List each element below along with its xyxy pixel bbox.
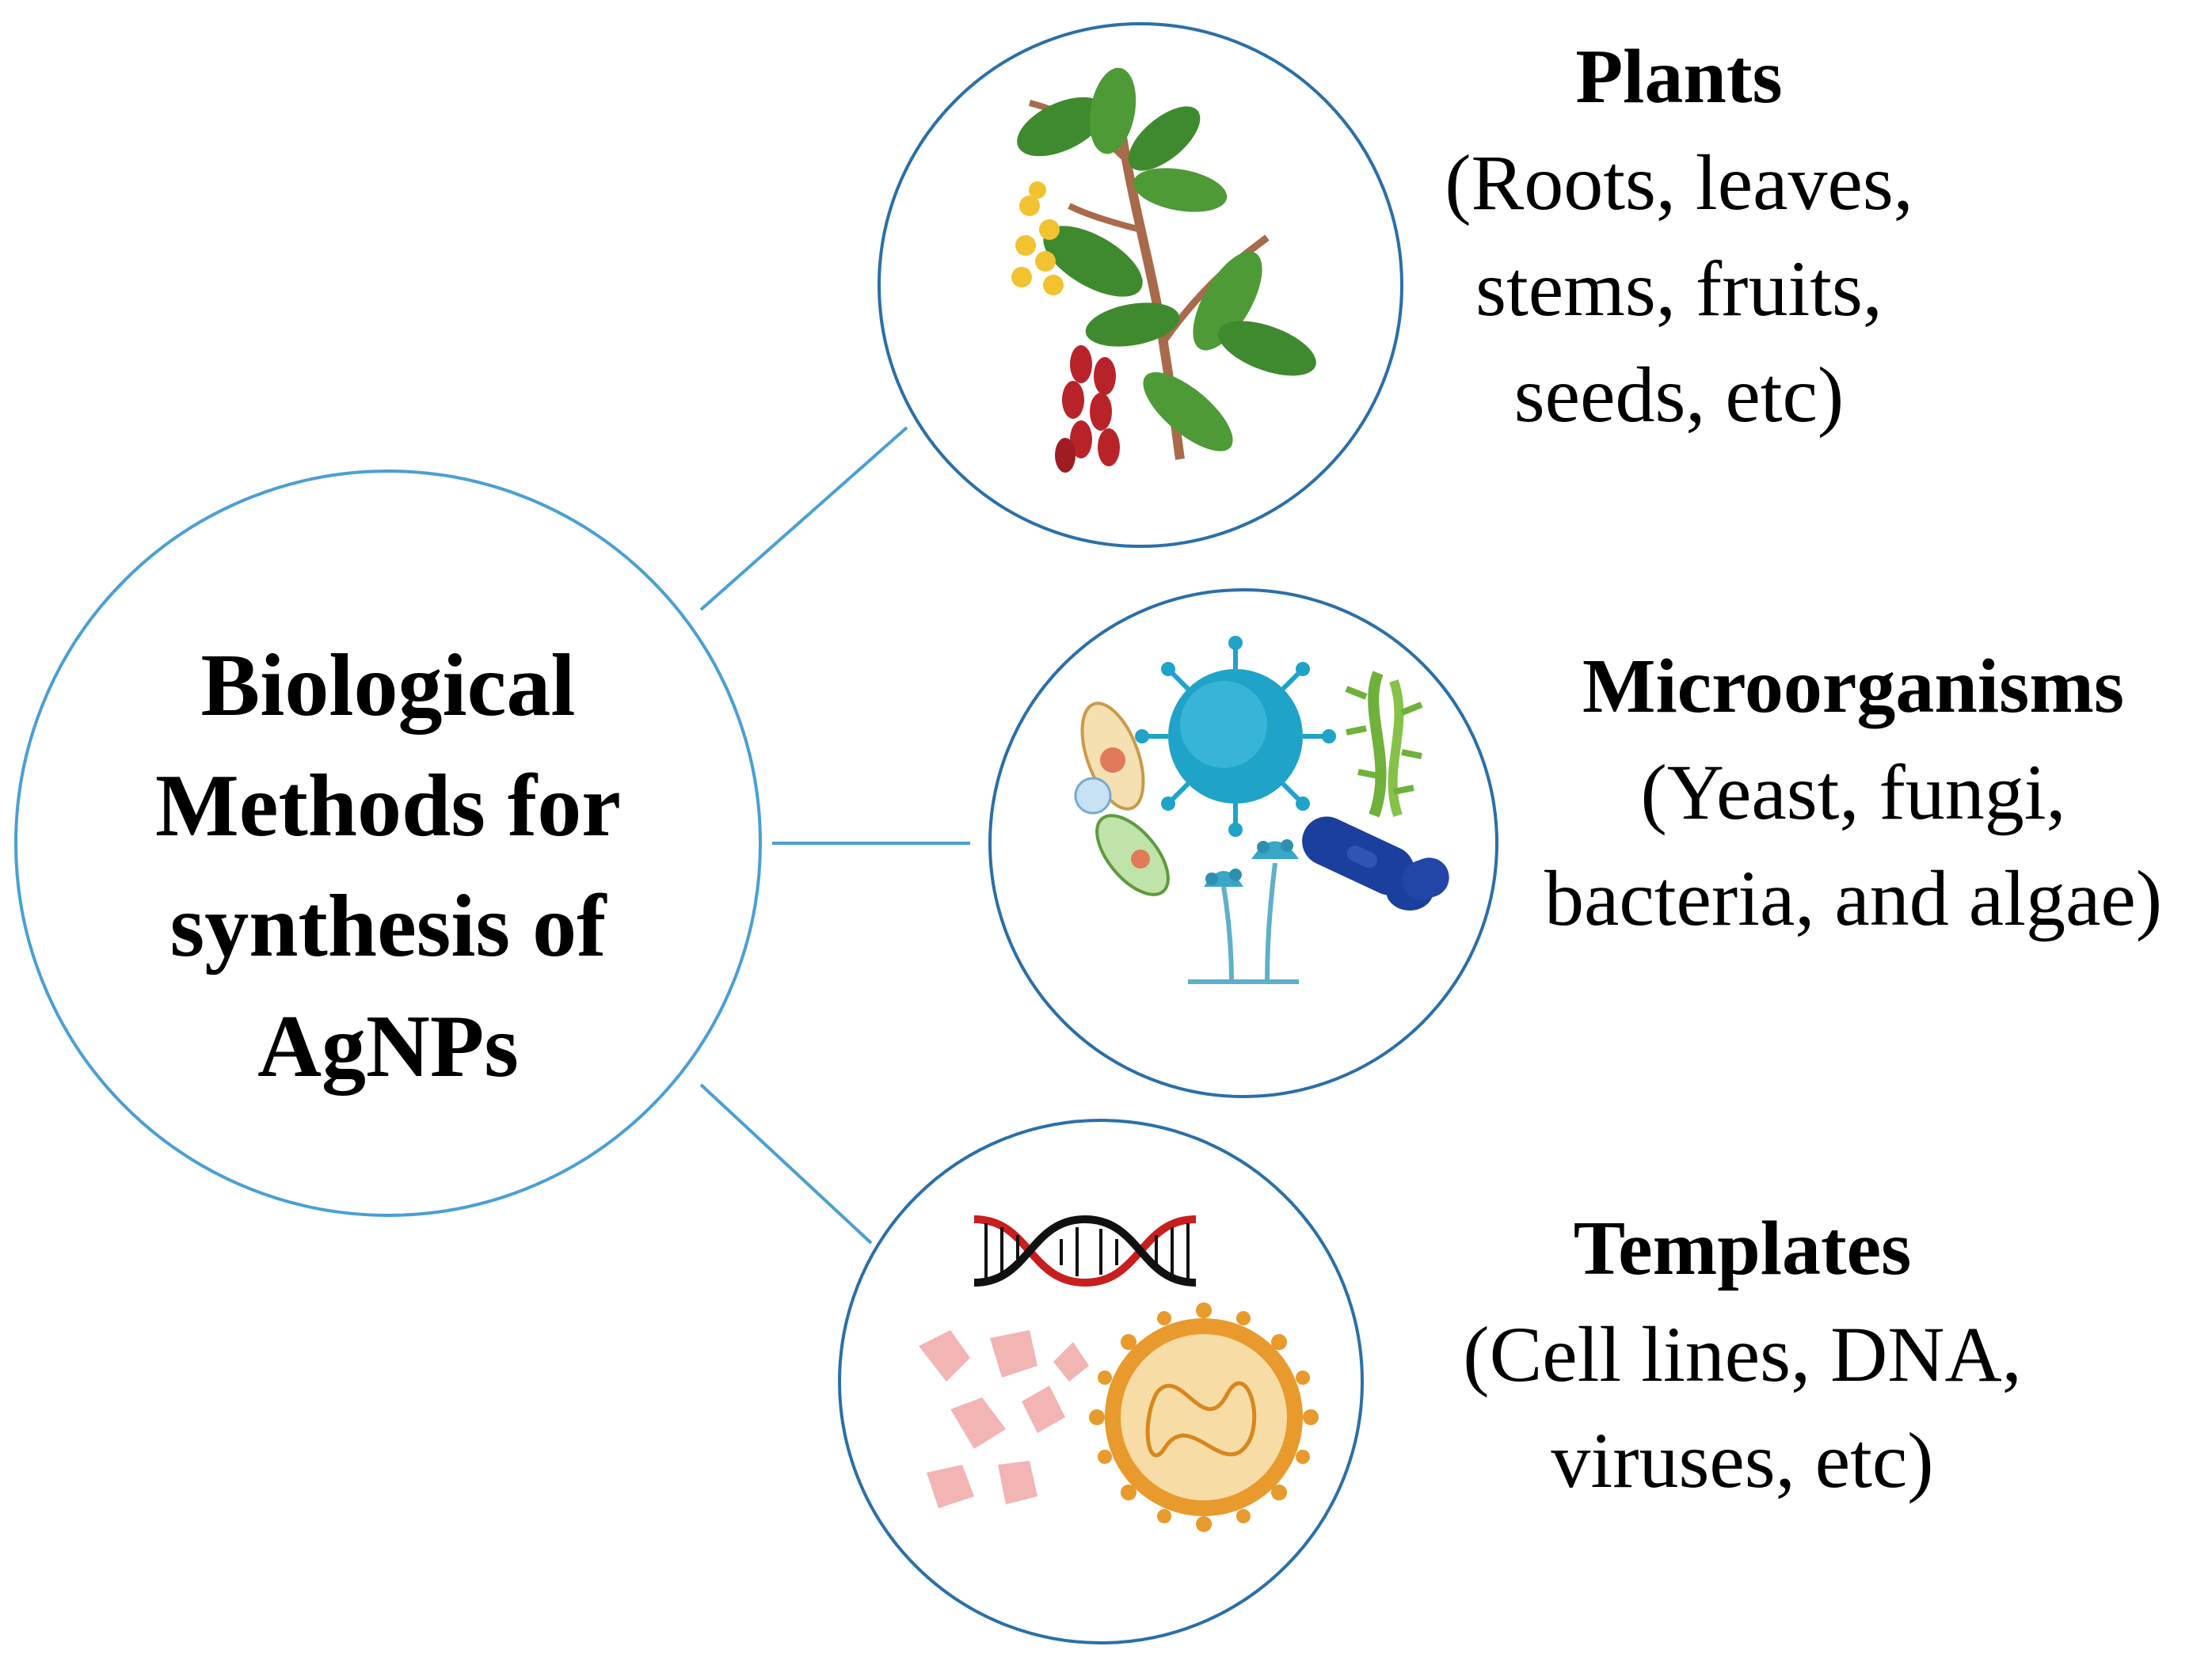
plants-line-2: stems, fruits,	[1475, 245, 1883, 333]
protozoa-icon	[1074, 701, 1170, 896]
fungi-icon	[1188, 839, 1299, 984]
microorganisms-title: Microorganisms	[1582, 644, 2125, 729]
cell-lines-icon	[919, 1330, 1089, 1508]
dna-icon	[973, 1215, 1197, 1287]
plants-line-1: (Roots, leaves,	[1445, 139, 1913, 226]
plants-title: Plants	[1575, 34, 1783, 120]
center-title-line-1: Biological	[200, 637, 576, 735]
algae-icon	[1345, 671, 1423, 818]
plants-line-3: seeds, etc)	[1513, 351, 1845, 439]
connector-plants	[699, 426, 908, 611]
plants-label: Plants (Roots, leaves, stems, fruits, se…	[1378, 24, 1980, 448]
microorganisms-label: Microorganisms (Yeast, fungi, bacteria, …	[1505, 633, 2202, 952]
center-title-line-3: synthesis of	[169, 877, 607, 975]
plant-branch-icon	[1017, 67, 1316, 460]
connector-templates	[699, 1083, 873, 1245]
center-circle	[14, 470, 762, 1217]
virus-icon	[1135, 636, 1336, 837]
center-title-line-4: AgNPs	[257, 998, 519, 1096]
microorganisms-line-1: (Yeast, fungi,	[1640, 748, 2066, 836]
center-title: Biological Methods for synthesis of AgNP…	[95, 625, 681, 1107]
center-title-line-2: Methods for	[155, 757, 621, 855]
berries-icon	[1055, 345, 1120, 473]
templates-line-2: viruses, etc)	[1551, 1416, 1934, 1504]
templates-title: Templates	[1573, 1206, 1912, 1291]
flowers-icon	[1011, 181, 1064, 295]
templates-label: Templates (Cell lines, DNA, viruses, etc…	[1394, 1196, 2091, 1514]
virus-particle-icon	[1089, 1302, 1319, 1532]
bacteria-icon	[1302, 816, 1449, 911]
microorganisms-circle	[988, 588, 1498, 1098]
templates-line-1: (Cell lines, DNA,	[1463, 1310, 2022, 1398]
microorganisms-line-2: bacteria, and algae)	[1544, 854, 2163, 942]
